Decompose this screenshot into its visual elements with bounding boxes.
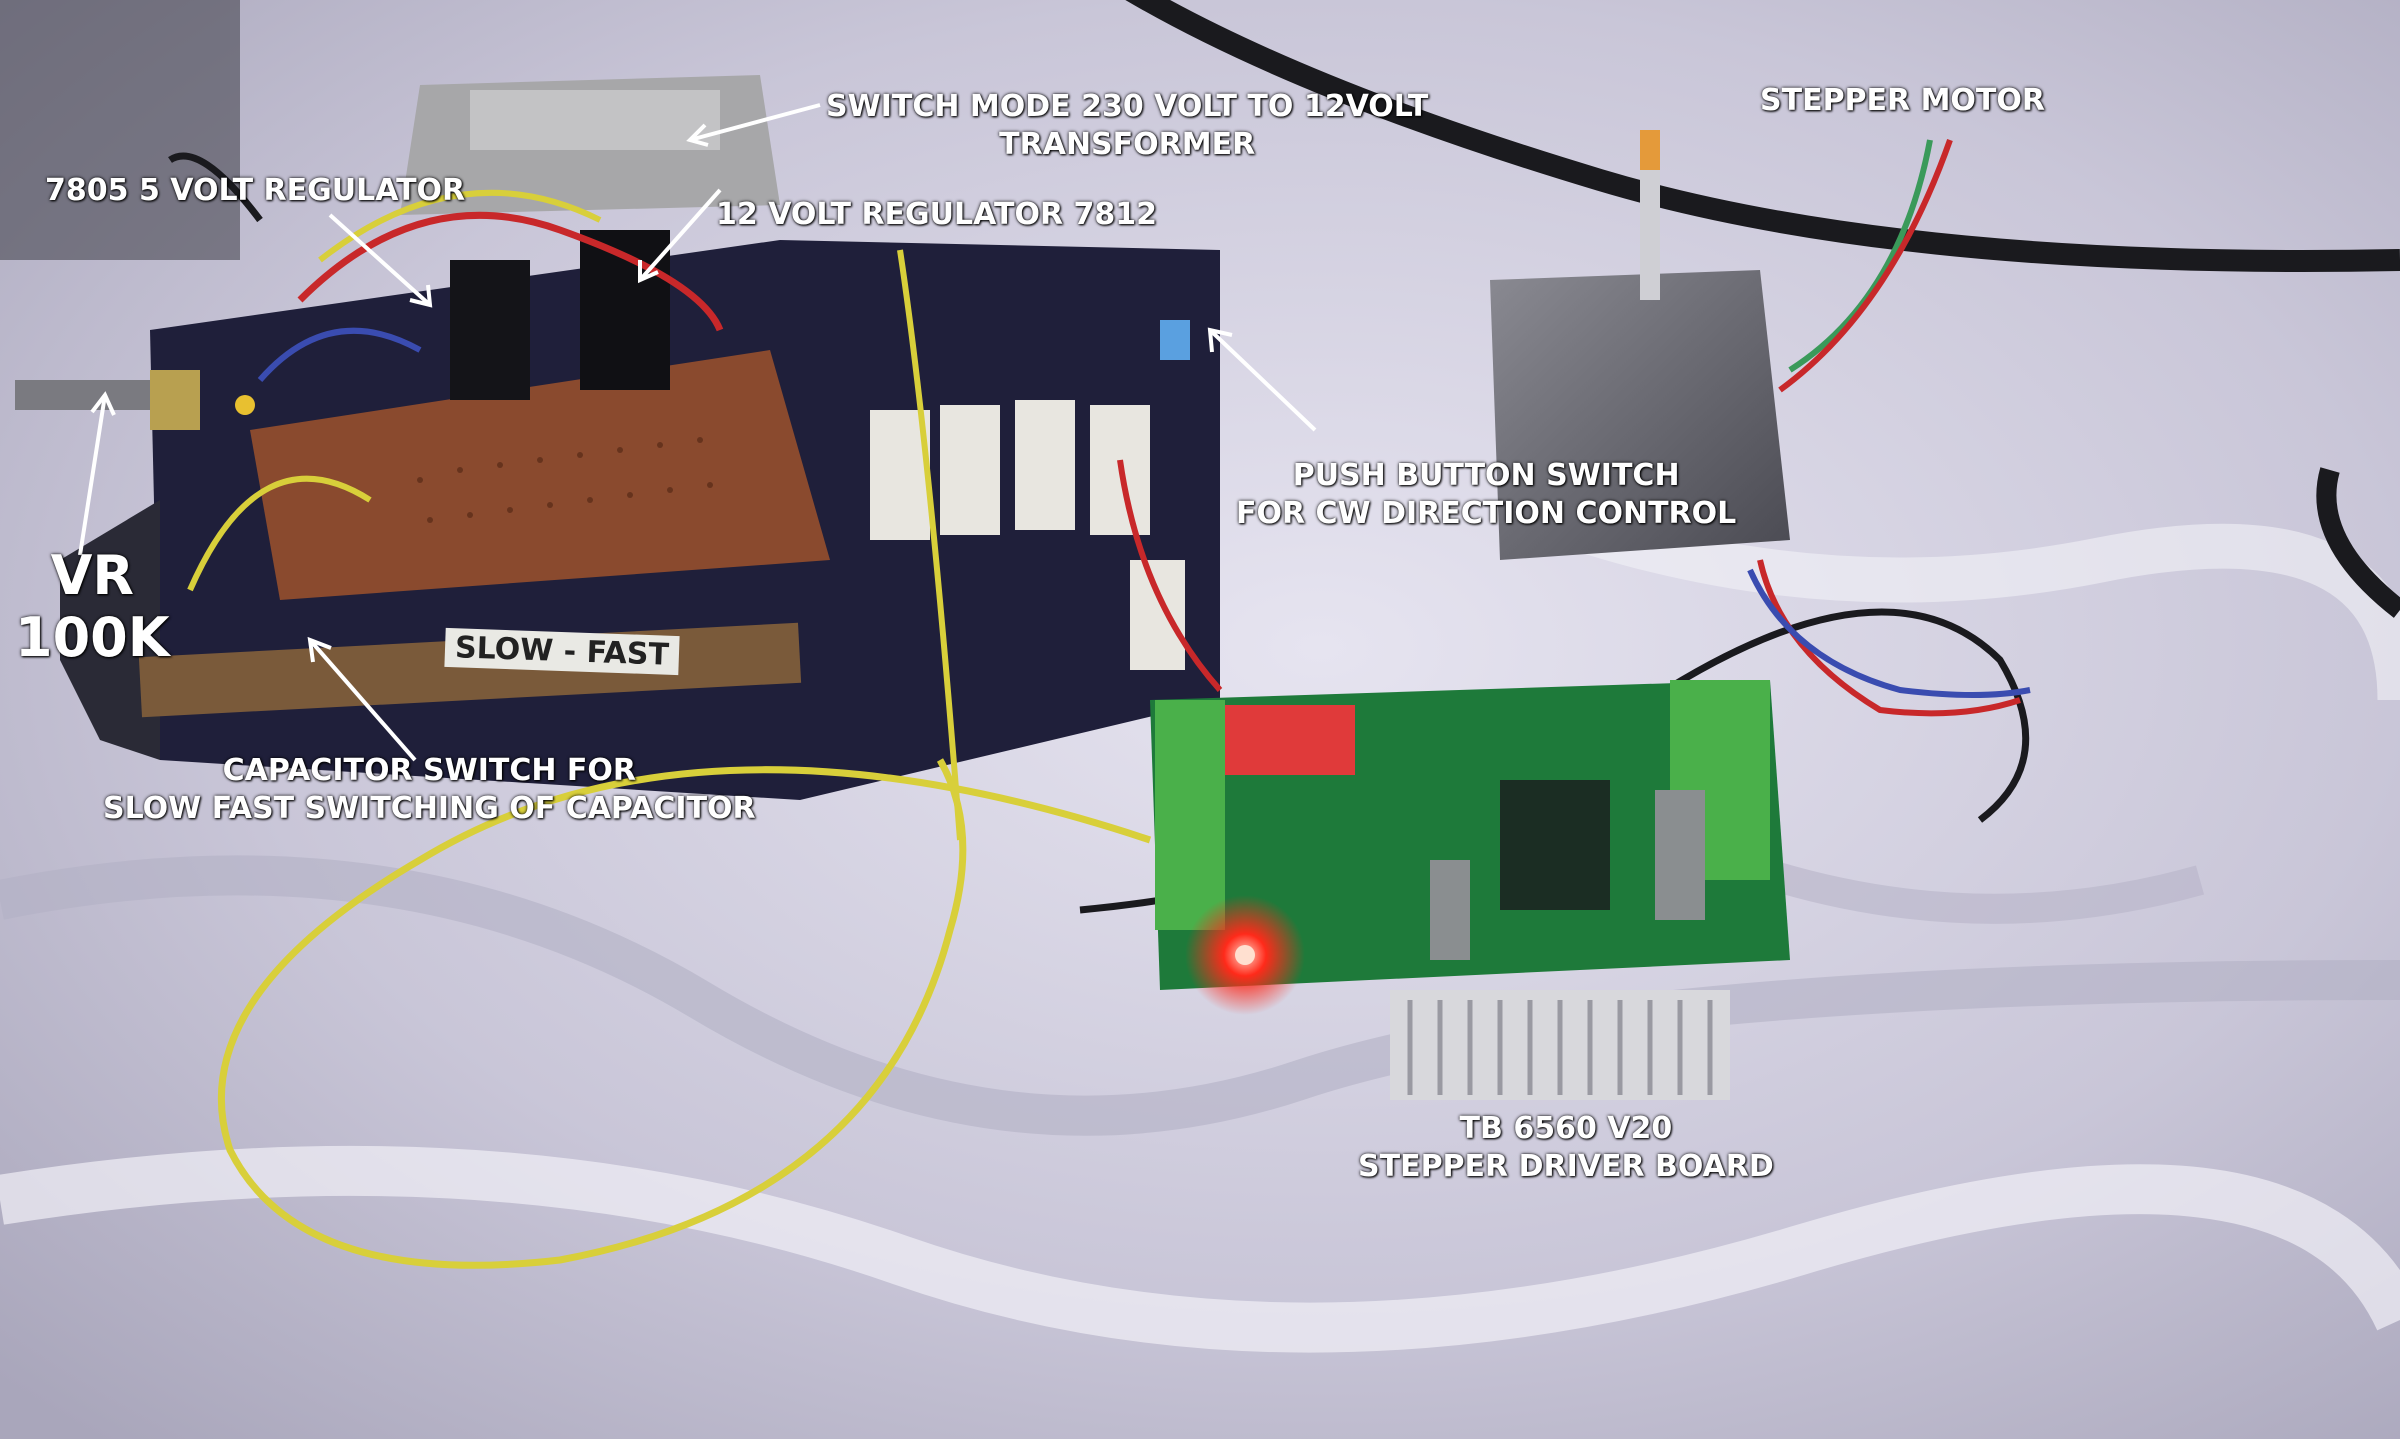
label-line: TB 6560 V20 xyxy=(1459,1111,1673,1146)
small-led xyxy=(235,395,255,415)
capacitor xyxy=(1430,860,1470,960)
annotation-arrows xyxy=(78,103,1317,762)
perf-dots xyxy=(417,437,713,523)
dip-switch xyxy=(1225,705,1355,775)
wire-yellow xyxy=(318,189,602,263)
heatsink-fins xyxy=(1407,1000,1713,1095)
power-led xyxy=(1235,945,1255,965)
driver-board-label: TB 6560 V20 STEPPER DRIVER BOARD xyxy=(1358,1110,1774,1185)
push-button-label: PUSH BUTTON SWITCH FOR CW DIRECTION CONT… xyxy=(1236,457,1736,532)
wire-red xyxy=(1117,459,1223,692)
terminal-green-left xyxy=(1155,700,1225,930)
motor-wires xyxy=(1778,139,1953,393)
slow-fast-tag: SLOW - FAST xyxy=(444,627,680,676)
perf-board xyxy=(250,350,830,600)
label-line: TRANSFORMER xyxy=(999,126,1256,162)
vr-label: VR 100K xyxy=(15,544,170,670)
label-line: VR xyxy=(50,544,134,607)
transformer-label xyxy=(470,90,720,150)
motor-wires xyxy=(1747,568,2031,698)
capacitor-switch-label: CAPACITOR SWITCH FOR SLOW FAST SWITCHING… xyxy=(103,752,756,827)
label-line: STEPPER DRIVER BOARD xyxy=(1358,1148,1774,1184)
label-line: FOR CW DIRECTION CONTROL xyxy=(1236,495,1737,531)
cloth-fold xyxy=(0,855,2400,1136)
cloth-fold xyxy=(1491,479,2400,701)
enclosure-side xyxy=(60,500,160,760)
label-line: PUSH BUTTON SWITCH xyxy=(1292,458,1680,493)
wire-blue xyxy=(257,327,422,382)
wire-red xyxy=(297,211,724,332)
motor-shaft-tip xyxy=(1640,130,1660,170)
regulator-7805-label: 7805 5 VOLT REGULATOR xyxy=(45,173,466,208)
label-line: 100K xyxy=(15,606,170,670)
capacitor xyxy=(1655,790,1705,920)
label-line: CAPACITOR SWITCH FOR xyxy=(222,753,636,788)
potentiometer-shaft xyxy=(15,380,165,410)
wire-yellow xyxy=(187,475,372,592)
stepper-motor-label: STEPPER MOTOR xyxy=(1760,83,2045,118)
motor-shaft xyxy=(1640,160,1660,300)
regulator-7805-body xyxy=(450,260,530,400)
push-button xyxy=(1160,320,1190,360)
label-line: SWITCH MODE 230 VOLT TO 12VOLT xyxy=(826,89,1429,124)
stepper-motor xyxy=(1490,270,1790,560)
wire-black xyxy=(168,152,263,223)
motor-wires xyxy=(1788,139,1933,373)
switch-mode-transformer-label: SWITCH MODE 230 VOLT TO 12VOLT TRANSFORM… xyxy=(826,88,1428,163)
cloth-fold xyxy=(0,1145,2400,1353)
label-line: SLOW FAST SWITCHING OF CAPACITOR xyxy=(103,790,756,826)
potentiometer-body xyxy=(150,370,200,430)
power-cable xyxy=(2316,467,2400,618)
regulator-7812-label: 12 VOLT REGULATOR 7812 xyxy=(716,197,1158,232)
terminal-blocks xyxy=(870,400,1185,670)
wire-yellow-loop xyxy=(217,758,1152,1269)
dark-corner xyxy=(0,0,240,260)
motor-wires xyxy=(1757,559,2021,717)
chip xyxy=(1500,780,1610,910)
wire-yellow xyxy=(897,249,963,841)
